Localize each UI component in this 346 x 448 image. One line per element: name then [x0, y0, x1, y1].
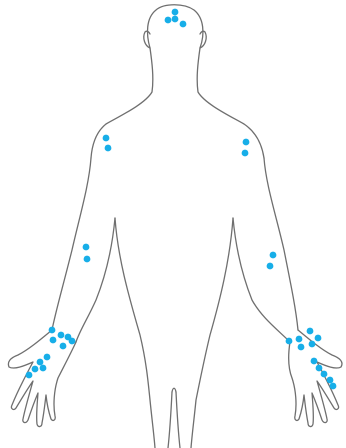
crown-of-head-dot-3	[172, 16, 179, 23]
left-wrist-dot-6	[65, 334, 72, 341]
left-forearm-dot-2	[84, 256, 91, 263]
left-hand-dot-5	[40, 365, 47, 372]
crown-of-head-dot-2	[165, 17, 172, 24]
right-neck-shoulder-outline	[197, 48, 264, 158]
left-forearm-dot-1	[83, 244, 90, 251]
left-shoulder-dot-1	[103, 135, 110, 142]
left-neck-shoulder-outline	[91, 48, 153, 158]
right-shoulder-dot-2	[242, 150, 249, 157]
crown-of-head-dot-4	[180, 21, 187, 28]
right-wrist-dot-2	[296, 336, 303, 343]
right-wrist-dot-4	[307, 328, 314, 335]
right-arm-outer-outline	[264, 158, 298, 330]
left-shoulder-dot-2	[105, 145, 112, 152]
left-hand-dot-2	[37, 359, 44, 366]
right-wrist-dot-1	[286, 338, 293, 345]
crotch-outline	[172, 388, 176, 392]
right-hand-dot-1	[311, 358, 318, 365]
body-outline	[8, 5, 342, 448]
right-hand-dot-5	[330, 383, 337, 390]
left-wrist-dot-1	[49, 327, 56, 334]
right-hand-dot-2	[316, 365, 323, 372]
left-hand-dot-4	[26, 372, 33, 379]
right-torso-outline	[191, 218, 233, 448]
right-hand-dot-4	[327, 377, 334, 384]
left-wrist-dot-2	[50, 337, 57, 344]
left-wrist-dot-5	[60, 343, 67, 350]
left-wrist-dot-3	[58, 332, 65, 339]
left-inner-leg-outline	[168, 392, 172, 448]
right-wrist-dot-6	[315, 335, 322, 342]
right-wrist-dot-5	[309, 341, 316, 348]
left-torso-outline	[115, 218, 155, 448]
marker-dots	[26, 9, 337, 390]
left-hand-dot-1	[44, 354, 51, 361]
right-hand-dot-3	[321, 371, 328, 378]
right-shoulder-dot-1	[243, 139, 250, 146]
crown-of-head-dot-1	[172, 9, 179, 16]
right-forearm-dot-2	[267, 263, 274, 270]
left-hand-dot-3	[32, 366, 39, 373]
right-forearm-dot-1	[270, 252, 277, 259]
right-wrist-dot-3	[298, 344, 305, 351]
left-arm-inner-outline	[76, 218, 115, 342]
right-inner-leg-outline	[176, 392, 180, 448]
